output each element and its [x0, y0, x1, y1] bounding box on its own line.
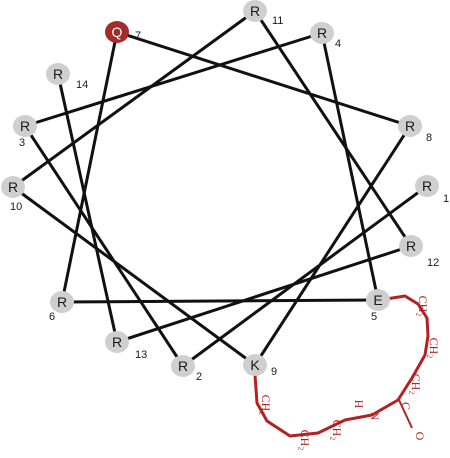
- residue-letter: R: [178, 358, 188, 374]
- connection-line: [115, 30, 412, 128]
- residue-13: R 13: [105, 331, 147, 361]
- residue-2: R2: [171, 355, 202, 383]
- connection-line: [253, 9, 413, 248]
- residue-letter: R: [20, 118, 30, 134]
- residue-letter: K: [250, 357, 260, 373]
- residue-number: 6: [49, 311, 55, 323]
- residue-letter: E: [373, 292, 382, 308]
- residue-4: R4: [310, 22, 341, 50]
- residue-number: 8: [426, 132, 432, 144]
- residue-circle: [243, 354, 267, 376]
- residue-circle: [46, 63, 70, 85]
- linker-label: CH₂: [416, 296, 430, 317]
- residue-8: R8: [398, 115, 432, 144]
- residue-letter: R: [53, 66, 63, 82]
- residue-5: E5: [366, 289, 390, 323]
- residue-circle: [398, 115, 422, 137]
- residue-number: 9: [271, 366, 277, 378]
- residue-letter: R: [8, 179, 18, 195]
- highlighted-residue-circle: [105, 21, 129, 43]
- residue-circle: [415, 175, 439, 197]
- residue-10: R 10: [1, 176, 25, 213]
- linker-label: CH₂: [409, 374, 423, 395]
- helix-connections: [11, 9, 429, 368]
- residue-circle: [171, 355, 195, 377]
- connection-line: [60, 298, 380, 304]
- residue-number: 5: [371, 311, 377, 323]
- residue-number: 3: [19, 137, 25, 149]
- residue-14: R 14: [46, 63, 88, 91]
- connection-line: [253, 124, 412, 367]
- linker-label: CH₂: [330, 420, 344, 441]
- residue-1: R1: [415, 175, 449, 205]
- staple-linker: CH₂ CH₂ CH₂ C O NH CH₂ CH₂ CH₂: [253, 294, 441, 451]
- linker-label: CH₂: [427, 338, 441, 359]
- residue-12: R 12: [399, 235, 439, 269]
- linker-label: H: [352, 400, 366, 409]
- residue-11: R 11: [243, 0, 283, 27]
- linker-label: CH₂: [259, 395, 273, 416]
- residue-number: 1: [443, 193, 449, 205]
- linker-label: CH₂: [298, 430, 312, 451]
- residue-circle: [243, 0, 267, 22]
- connection-line: [60, 30, 119, 304]
- residue-letter: R: [422, 178, 432, 194]
- residue-circle: [105, 331, 129, 353]
- linker-label: N: [368, 412, 382, 421]
- connection-line: [23, 31, 324, 128]
- residue-number: 12: [427, 257, 439, 269]
- connection-line: [115, 244, 413, 344]
- residue-circle: [366, 289, 390, 311]
- residue-number: 4: [335, 38, 341, 50]
- residue-letter: R: [317, 25, 327, 41]
- residue-letter: R: [406, 238, 416, 254]
- residue-number: 7: [135, 30, 141, 42]
- carbonyl-bond: [398, 399, 413, 429]
- linker-label: O: [413, 432, 427, 441]
- linker-label: C: [399, 402, 413, 410]
- residue-letter: R: [250, 3, 260, 19]
- residue-6: R6: [49, 291, 74, 323]
- residue-letter: Q: [112, 24, 123, 40]
- residue-circle: [1, 176, 25, 198]
- residue-number: 10: [10, 201, 22, 213]
- connection-line: [181, 184, 429, 368]
- connection-line: [11, 185, 257, 367]
- residue-circle: [399, 235, 423, 257]
- residue-3: R3: [13, 115, 37, 149]
- residue-circle: [50, 291, 74, 313]
- residue-number: 13: [135, 349, 147, 361]
- connection-line: [320, 31, 380, 302]
- residue-letter: R: [112, 334, 122, 350]
- linker-chain: [253, 294, 430, 438]
- residue-number: 14: [76, 79, 88, 91]
- connection-line: [56, 72, 119, 344]
- residue-letter: R: [57, 294, 67, 310]
- residue-circle: [310, 22, 334, 44]
- connection-line: [23, 124, 185, 368]
- connection-line: [11, 9, 257, 189]
- residue-number: 2: [196, 371, 202, 383]
- residue-circle: [13, 115, 37, 137]
- residue-number: 11: [272, 15, 283, 27]
- residue-letter: R: [405, 118, 415, 134]
